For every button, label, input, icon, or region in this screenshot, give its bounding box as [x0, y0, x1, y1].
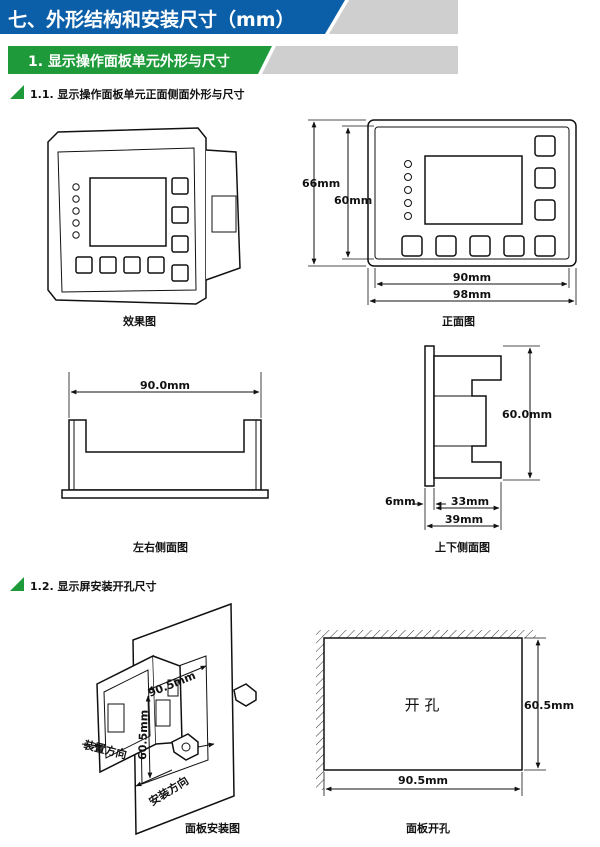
subsection-marker: [10, 85, 24, 99]
caption-tb-side: 上下侧面图: [435, 541, 490, 554]
title-banner: [0, 0, 458, 34]
section-banner: [8, 46, 458, 74]
front-width-outer-label: 98mm: [453, 288, 491, 301]
tb-thick-label: 6mm: [385, 495, 416, 508]
front-height-outer-label: 66mm: [302, 177, 340, 190]
tb-depth-inner-label: 33mm: [451, 495, 489, 508]
caption-front: 正面图: [442, 315, 475, 328]
tb-depth-outer-label: 39mm: [445, 513, 483, 526]
page-title: 七、外形结构和安装尺寸（mm）: [8, 9, 295, 31]
front-height-inner-label: 60mm: [334, 194, 372, 207]
lr-width-label: 90.0mm: [140, 379, 190, 392]
install-height-label: 60.5mm: [136, 710, 151, 761]
cutout-height-label: 60.5mm: [524, 699, 574, 712]
cutout-width-label: 90.5mm: [398, 774, 448, 787]
tb-height-label: 60.0mm: [502, 408, 552, 421]
caption-cutout: 面板开孔: [406, 822, 450, 835]
subsection-2-title: 1.2. 显示屏安装开孔尺寸: [30, 580, 157, 593]
cutout-view-drawing: [316, 630, 546, 796]
caption-effect: 效果图: [123, 315, 156, 328]
effect-view-drawing: [47, 127, 241, 305]
tb-side-view-drawing: [412, 345, 540, 530]
install-view-drawing: [81, 602, 257, 836]
front-width-inner-label: 90mm: [453, 271, 491, 284]
caption-install: 面板安装图: [185, 822, 240, 835]
caption-lr-side: 左右侧面图: [133, 541, 188, 554]
subsection-marker: [10, 577, 24, 591]
subsection-1-title: 1.1. 显示操作面板单元正面侧面外形与尺寸: [30, 88, 245, 101]
front-view-drawing: [308, 119, 577, 305]
lr-side-view-drawing: [61, 372, 269, 499]
cutout-center-label: 开 孔: [405, 696, 440, 714]
section-title: 1. 显示操作面板单元外形与尺寸: [28, 54, 230, 70]
